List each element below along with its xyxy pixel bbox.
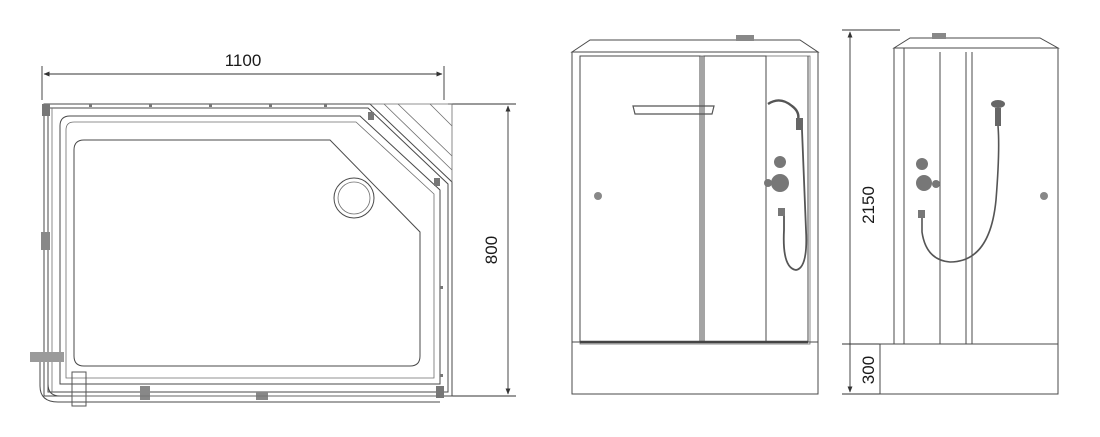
front-shelf — [632, 105, 715, 115]
corner-clip-tl — [42, 104, 50, 116]
front-roof — [570, 39, 820, 53]
tray-height-label: 300 — [859, 356, 878, 384]
tray-inner-basin — [73, 139, 421, 367]
front-view — [570, 35, 820, 395]
width-label: 1100 — [225, 51, 262, 70]
height-dimension: 2150 — [842, 29, 900, 395]
side-roof-vent — [932, 33, 946, 39]
front-door-handle — [594, 192, 602, 200]
tray-height-dimension: 300 — [859, 356, 878, 384]
top-view: 1100 800 — [30, 51, 516, 407]
front-shower-set — [764, 99, 808, 271]
side-tray — [879, 343, 1059, 395]
side-cabin — [893, 47, 1059, 345]
side-roof — [892, 37, 1060, 49]
front-roof-vent — [736, 35, 754, 41]
width-dimension: 1100 — [41, 51, 445, 100]
front-door-right — [703, 55, 767, 343]
side-hinge — [41, 232, 50, 250]
top-outer-frame-inner — [47, 107, 449, 393]
depth-label: 800 — [482, 236, 501, 264]
frame-screws — [89, 104, 443, 377]
tray-outer-rim — [59, 115, 441, 385]
side-shower-set — [916, 100, 1048, 263]
side-view: 2150 300 — [842, 29, 1060, 395]
depth-dimension: 800 — [448, 103, 516, 397]
drain — [333, 177, 375, 219]
top-outer-frame — [43, 103, 453, 397]
height-label: 2150 — [859, 186, 878, 224]
siphon-pipe — [30, 352, 444, 407]
front-tray — [571, 341, 819, 395]
